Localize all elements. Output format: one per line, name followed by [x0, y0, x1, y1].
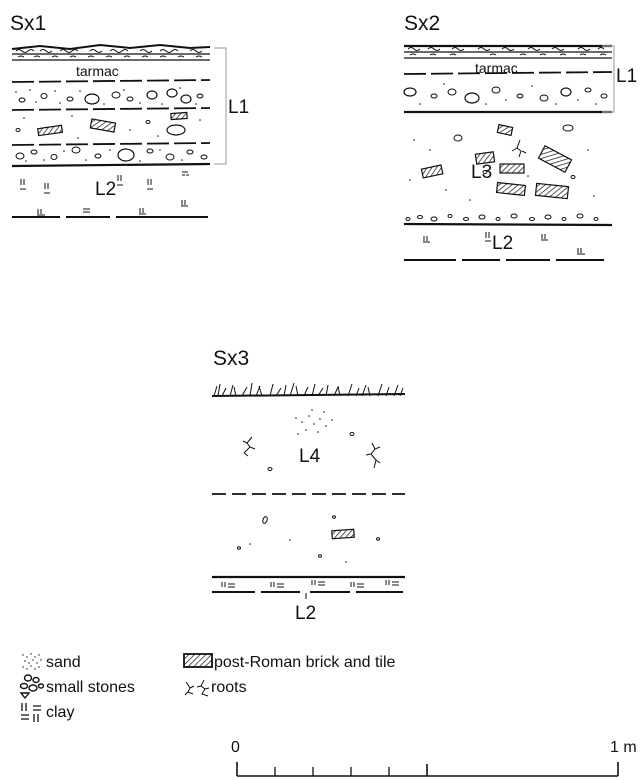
- section-sx1-title: Sx1: [10, 12, 46, 35]
- legend-clay-icon: [21, 703, 41, 722]
- legend-clay-label: clay: [46, 704, 74, 721]
- sx1-l2-label: L2: [95, 179, 116, 200]
- section-sx1: Sx1 tarmac: [10, 12, 249, 218]
- sx1-gravel-band-lower: [15, 146, 208, 162]
- legend-roots-label: roots: [211, 679, 247, 696]
- sx1-brick-layer: [15, 111, 201, 139]
- legend-small-stones-label: small stones: [46, 679, 135, 696]
- sx1-l1-bracket: [214, 47, 227, 165]
- legend-brick-tile-label: post-Roman brick and tile: [214, 654, 396, 671]
- sx2-tarmac-label: tarmac: [475, 60, 518, 76]
- sx1-interface-1: [11, 79, 211, 83]
- section-sx3: Sx3 L4: [211, 347, 406, 624]
- scale-bar-major-ticks: [236, 762, 619, 776]
- sx3-subsoil-inclusions: [237, 515, 380, 563]
- sx1-gravel-band-upper: [15, 87, 204, 105]
- sx2-l2-label: L2: [492, 233, 513, 254]
- scale-bar: 0 1 m: [231, 739, 637, 777]
- scale-end-label: 1 m: [610, 739, 637, 756]
- sx2-interface-1: [403, 71, 613, 75]
- sx2-l3-label: L3: [471, 162, 492, 183]
- sx2-clay-layer: [423, 232, 585, 255]
- legend-small-stones-icon: [19, 674, 45, 700]
- sx3-turf-line: [211, 382, 406, 397]
- sx2-l1-label: L1: [616, 66, 637, 87]
- legend: sand small stones clay post-Roman brick …: [19, 653, 396, 722]
- sx2-gravel-band: [403, 83, 608, 105]
- scale-bar-minor-ticks: [274, 767, 390, 776]
- scale-start-label: 0: [231, 739, 240, 756]
- sx1-interface-4: [11, 162, 211, 168]
- sx3-l4-label: L4: [299, 446, 321, 467]
- sx2-tarmac-band: [404, 44, 612, 59]
- legend-sand-label: sand: [46, 654, 81, 671]
- sx1-tarmac-band: [11, 43, 211, 61]
- legend-sand-icon: [22, 653, 42, 670]
- sx1-l1-label: L1: [228, 97, 249, 118]
- section-sx3-title: Sx3: [213, 347, 249, 370]
- legend-brick-tile-icon: [183, 653, 213, 668]
- section-sx2: Sx2 tarmac: [403, 12, 637, 261]
- sx1-interface-2: [11, 107, 211, 111]
- sx1-tarmac-label: tarmac: [76, 63, 119, 79]
- legend-roots-icon: [184, 679, 210, 697]
- sx1-interface-3: [11, 142, 211, 146]
- section-sx2-title: Sx2: [404, 12, 440, 35]
- sx3-topsoil-inclusions: [242, 409, 381, 471]
- sx2-interface-3: [403, 222, 613, 227]
- sx2-stone-line: [405, 213, 599, 222]
- sx2-l1-bracket: [602, 45, 615, 113]
- sx2-rubble-layer: [409, 123, 595, 201]
- sx3-clay-layer: [221, 580, 399, 599]
- sx3-l2-label: L2: [295, 603, 316, 624]
- sx1-clay-layer: [20, 171, 189, 216]
